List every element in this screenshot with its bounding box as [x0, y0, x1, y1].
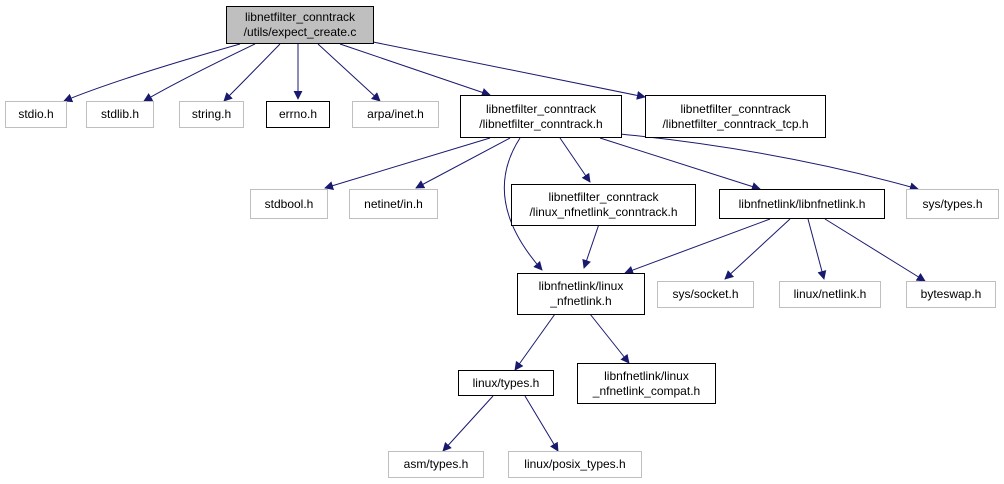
node-byteswap-h: byteswap.h	[906, 281, 996, 308]
node-label: sys/types.h	[922, 196, 983, 211]
edge-libnfnetlink-byteswap	[824, 218, 926, 282]
node-label-line1: libnfnetlink/linux	[538, 279, 624, 293]
node-sys-types-h: sys/types.h	[906, 189, 999, 219]
node-label: netinet/in.h	[364, 196, 423, 211]
edge-libnfnetlink-syssocket	[724, 218, 791, 280]
edge-linuxtypes-posixtypes	[524, 395, 559, 452]
node-linux-netlink-h: linux/netlink.h	[779, 281, 881, 308]
edge-lnc-systypes	[619, 133, 919, 192]
node-label-line1: libnetfilter_conntrack	[244, 10, 356, 24]
node-label: sys/socket.h	[672, 287, 739, 301]
node-label: libnfnetlink/libnfnetlink.h	[738, 196, 866, 211]
node-label-line2: _nfnetlink_compat.h	[592, 383, 701, 398]
node-label-line1: libnetfilter_conntrack	[485, 101, 597, 116]
edge-root-lnc	[339, 43, 491, 97]
edge-libnfnetlink-netlink	[807, 218, 827, 280]
edge-root-stdlib	[143, 43, 256, 102]
node-linux-nfnetlink-conntrack-h[interactable]: libnetfilter_conntrack /linux_nfnetlink_…	[511, 184, 696, 226]
edge-lnc-netinet	[415, 137, 511, 189]
edge-lnc-libnfnetlink	[599, 137, 761, 191]
node-stdio-h: stdio.h	[5, 101, 67, 128]
node-string-h: string.h	[179, 101, 244, 128]
node-asm-types-h: asm/types.h	[388, 451, 484, 478]
edge-libnfnetlink-linux-nfnetlink	[624, 218, 771, 275]
edge-root-string	[223, 43, 281, 102]
node-expect-create-c[interactable]: libnetfilter_conntrack /utils/expect_cre…	[226, 6, 374, 44]
node-label: stdbool.h	[264, 196, 314, 211]
node-libnetfilter-conntrack-h[interactable]: libnetfilter_conntrack /libnetfilter_con…	[460, 95, 622, 138]
node-label-line2: /libnetfilter_conntrack.h	[479, 116, 603, 131]
node-errno-h[interactable]: errno.h	[266, 101, 330, 128]
edge-lnc-conntrack-linux-nfnetlink	[582, 223, 600, 269]
node-label-line1: libnfnetlink/linux	[604, 368, 689, 383]
node-label: string.h	[191, 107, 232, 121]
node-label: linux/posix_types.h	[524, 457, 626, 471]
edge-lnc-lnc-conntrack	[559, 137, 591, 183]
node-label: linux/types.h	[472, 375, 540, 390]
node-label-line2: /linux_nfnetlink_conntrack.h	[529, 205, 678, 219]
edge-root-arpa	[317, 43, 381, 102]
node-libnetfilter-conntrack-tcp-h[interactable]: libnetfilter_conntrack /libnetfilter_con…	[645, 95, 826, 138]
node-linux-types-h[interactable]: linux/types.h	[458, 370, 554, 396]
edge-linux-nfnetlink-compat	[589, 313, 630, 364]
node-stdbool-h: stdbool.h	[250, 189, 328, 219]
node-arpa-inet-h: arpa/inet.h	[352, 101, 439, 128]
node-linux-nfnetlink-compat-h[interactable]: libnfnetlink/linux _nfnetlink_compat.h	[577, 363, 716, 404]
edge-lnc-linux-nfnetlink	[503, 137, 543, 271]
node-label: linux/netlink.h	[793, 287, 867, 301]
edge-linux-nfnetlink-linuxtypes	[514, 313, 556, 371]
node-label: stdlib.h	[100, 107, 140, 121]
node-label-line2: /utils/expect_create.c	[243, 25, 357, 39]
node-label-line2: /libnetfilter_conntrack_tcp.h	[662, 116, 809, 131]
node-stdlib-h: stdlib.h	[86, 101, 154, 128]
edge-linuxtypes-asmtypes	[442, 395, 494, 452]
node-linux-posix-types-h: linux/posix_types.h	[508, 451, 642, 478]
node-sys-socket-h: sys/socket.h	[657, 281, 754, 308]
edge-lnc-stdbool	[324, 137, 491, 190]
node-label-line1: libnetfilter_conntrack	[548, 190, 659, 204]
edge-root-lnc-tcp	[372, 41, 646, 100]
edge-root-stdio	[63, 43, 241, 103]
node-netinet-in-h: netinet/in.h	[349, 189, 438, 219]
node-linux-nfnetlink-h[interactable]: libnfnetlink/linux _nfnetlink.h	[517, 273, 645, 315]
node-label-line2: _nfnetlink.h	[550, 294, 612, 308]
node-label: byteswap.h	[920, 287, 982, 301]
node-label: stdio.h	[18, 107, 54, 121]
node-label: arpa/inet.h	[367, 107, 424, 121]
node-label-line1: libnetfilter_conntrack	[680, 101, 791, 116]
node-libnfnetlink-h[interactable]: libnfnetlink/libnfnetlink.h	[719, 189, 885, 219]
node-label: errno.h	[278, 107, 318, 121]
node-label: asm/types.h	[403, 457, 469, 471]
